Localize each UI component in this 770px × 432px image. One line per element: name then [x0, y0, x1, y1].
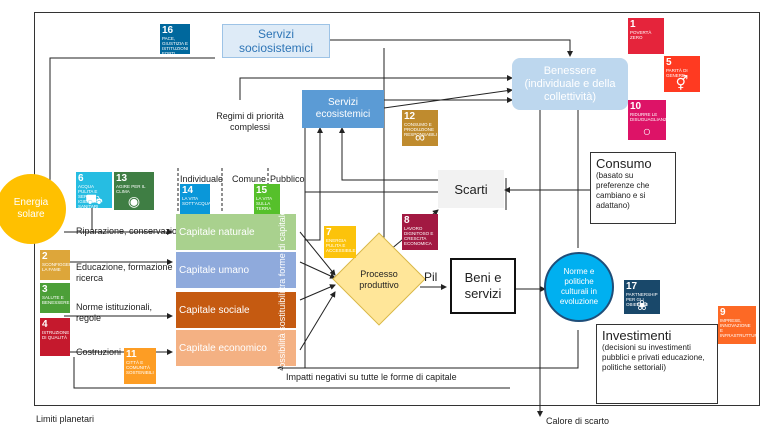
regimi-label: Regimi di priorità complessi [216, 111, 284, 132]
costruzioni-label: Costruzioni [76, 347, 122, 357]
investimenti-box: Investimenti (decisioni su investimenti … [596, 324, 718, 404]
consumo-box: Consumo (basato su preferenze che cambia… [590, 152, 676, 224]
capitale-umano: Capitale umano [176, 252, 296, 288]
sdg-2-icon: 2SCONFIGGERE LA FAME [40, 250, 70, 280]
capitale-naturale: Capitale naturale [176, 214, 296, 250]
investimenti-body: (decisioni su investimenti pubblici e pr… [602, 343, 705, 372]
pil-label: Pil [424, 270, 438, 284]
capitale-economico: Capitale economico [176, 330, 296, 366]
scarti-box: Scarti [438, 170, 504, 208]
substitutability-vertical-text: Possibilità sostituibili tra forme di ca… [277, 210, 287, 374]
educazione-label: Educazione, formazione ricerca [76, 262, 173, 283]
norme-label: Norme istituzionali, regole [76, 302, 153, 323]
servizi-sociosistemici-box: Servizi sociosistemici [222, 24, 330, 58]
capitale-sociale: Capitale sociale [176, 292, 296, 328]
col-individuale: Individuale [180, 174, 224, 184]
solar-energy-circle: Energia solare [0, 174, 66, 244]
solar-energy-label: Energia solare [13, 197, 49, 220]
col-pubblico: Pubblico [270, 174, 305, 184]
processo-produttivo-label: Processo produttivo [359, 269, 399, 290]
consumo-body: (basato su preferenze che cambiano e si … [596, 171, 650, 210]
beni-servizi-box: Beni e servizi [450, 258, 516, 314]
consumo-title: Consumo [596, 156, 652, 171]
riparazione-label: Riparazione, conservazione [76, 226, 188, 236]
norme-culturali-circle: Norme e politiche culturali in evoluzion… [544, 252, 614, 322]
impatti-label: Impatti negativi su tutte le forme di ca… [286, 372, 457, 382]
benessere-box: Benessere (individuale e della collettiv… [512, 58, 628, 110]
investimenti-title: Investimenti [602, 328, 672, 343]
limiti-label: Limiti planetari [36, 414, 95, 424]
servizi-ecosistemici-box: Servizi ecosistemici [302, 90, 384, 128]
calore-label: Calore di scarto [546, 416, 610, 426]
col-comune: Comune [232, 174, 267, 184]
